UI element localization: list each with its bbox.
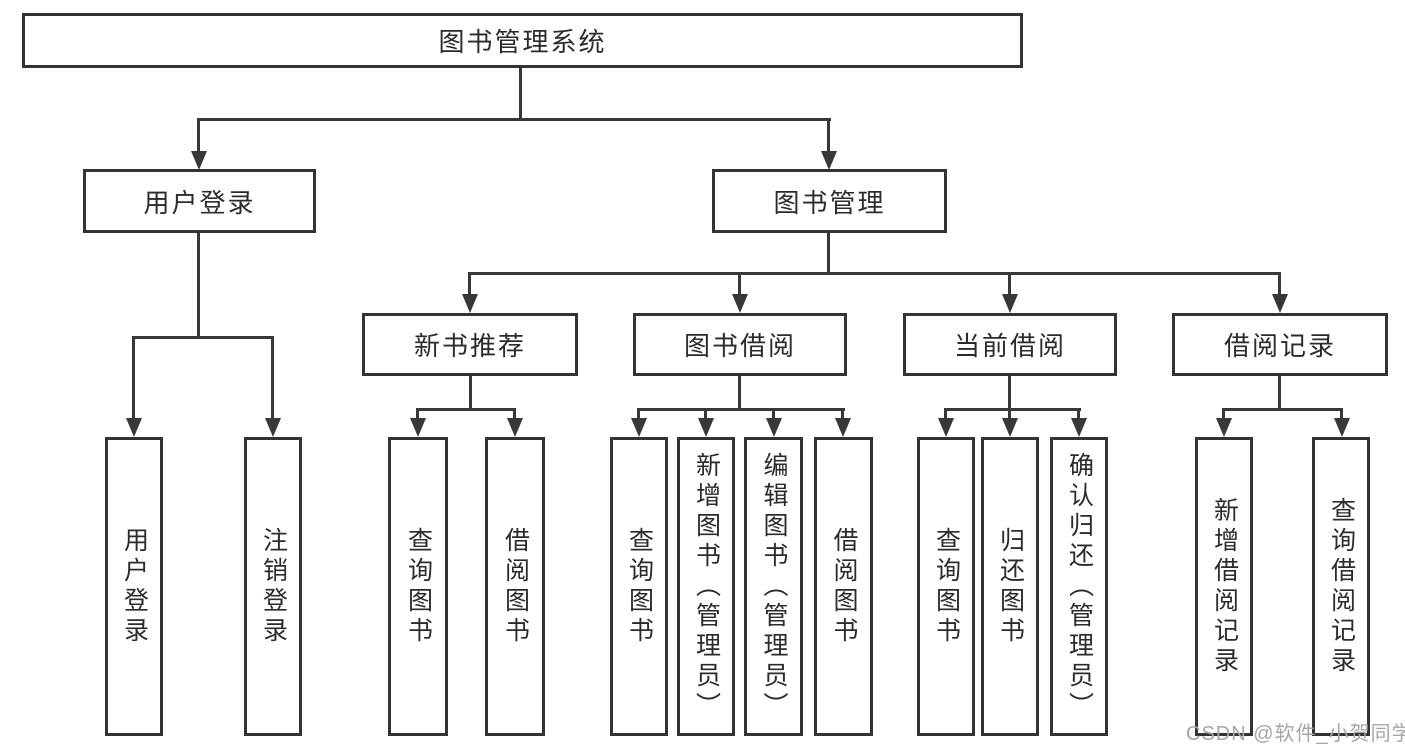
connector-drop (1077, 408, 1080, 420)
connector-user-login-stem (197, 233, 200, 336)
connector-drop (841, 408, 844, 420)
arrow-down-icon (1216, 418, 1232, 437)
connector-branch (1222, 408, 1343, 411)
connector-stem (738, 376, 741, 408)
connector-stem (1008, 376, 1011, 408)
arrow-down-icon (821, 151, 837, 170)
connector-drop (827, 118, 830, 153)
leaf-current-confirm-label: 确认归还（管理员） (1065, 451, 1094, 722)
connector-stem (1278, 376, 1281, 408)
connector-drop (271, 336, 274, 419)
node-new-book-recommend-label: 新书推荐 (413, 331, 526, 361)
leaf-newbook-query-label: 查询图书 (404, 526, 433, 647)
leaf-current-confirm: 确认归还（管理员） (1050, 437, 1108, 736)
arrow-down-icon (126, 418, 142, 437)
node-book-borrow: 图书借阅 (633, 313, 847, 376)
node-current-borrow: 当前借阅 (903, 313, 1117, 376)
connector-drop (513, 408, 516, 420)
arrow-down-icon (1071, 418, 1087, 437)
leaf-current-return-label: 归还图书 (996, 526, 1025, 647)
csdn-watermark: CSDN @软件_小贺同学 (1186, 723, 1405, 745)
connector-branch (944, 408, 1081, 411)
connector-drop (772, 408, 775, 420)
connector-drop (1008, 272, 1011, 295)
leaf-borrow-edit-label: 编辑图书（管理员） (760, 451, 788, 722)
node-new-book-recommend: 新书推荐 (362, 313, 578, 376)
leaf-logout-label: 注销登录 (259, 526, 288, 647)
node-borrow-record: 借阅记录 (1172, 313, 1388, 376)
leaf-record-add-label: 新增借阅记录 (1210, 496, 1239, 677)
leaf-borrow-borrow-label: 借阅图书 (830, 526, 858, 647)
leaf-current-query-label: 查询图书 (932, 526, 961, 647)
leaf-record-query: 查询借阅记录 (1312, 437, 1370, 736)
arrow-down-icon (631, 418, 647, 437)
arrow-down-icon (191, 151, 207, 170)
arrow-down-icon (835, 418, 851, 437)
leaf-borrow-add: 新增图书（管理员） (677, 437, 735, 736)
connector-stem (469, 376, 472, 408)
arrow-down-icon (1272, 294, 1288, 313)
connector-user-login-branch (132, 336, 273, 339)
leaf-logout: 注销登录 (244, 437, 302, 736)
node-current-borrow-label: 当前借阅 (953, 331, 1066, 361)
connector-drop (197, 118, 200, 153)
connector-book-mgmt-stem (827, 233, 830, 272)
arrow-down-icon (698, 418, 714, 437)
connector-drop (704, 408, 707, 420)
connector-level2-branch (468, 272, 1281, 275)
node-root-label: 图书管理系统 (438, 27, 607, 57)
connector-root-stem (519, 68, 522, 118)
connector-drop (738, 272, 741, 295)
connector-drop (1222, 408, 1225, 420)
connector-drop (132, 336, 135, 419)
leaf-borrow-edit: 编辑图书（管理员） (744, 437, 803, 736)
arrow-down-icon (1002, 418, 1018, 437)
node-borrow-record-label: 借阅记录 (1223, 331, 1336, 361)
leaf-record-query-label: 查询借阅记录 (1327, 496, 1356, 677)
leaf-user-login-label: 用户登录 (120, 526, 149, 647)
connector-level1-branch (197, 118, 831, 121)
connector-drop (1278, 272, 1281, 295)
connector-drop (468, 272, 471, 295)
node-user-login: 用户登录 (83, 169, 316, 233)
leaf-current-return: 归还图书 (981, 437, 1039, 736)
connector-branch (416, 408, 516, 411)
arrow-down-icon (265, 418, 281, 437)
connector-drop (1340, 408, 1343, 420)
leaf-current-query: 查询图书 (917, 437, 975, 736)
connector-drop (637, 408, 640, 420)
arrow-down-icon (938, 418, 954, 437)
leaf-borrow-borrow: 借阅图书 (814, 437, 873, 736)
arrow-down-icon (462, 294, 478, 313)
arrow-down-icon (410, 418, 426, 437)
connector-drop (416, 408, 419, 420)
node-user-login-label: 用户登录 (143, 187, 256, 218)
leaf-borrow-query-label: 查询图书 (625, 526, 654, 647)
leaf-user-login: 用户登录 (105, 437, 163, 736)
node-book-management-label: 图书管理 (773, 187, 886, 218)
leaf-newbook-borrow-label: 借阅图书 (501, 526, 530, 647)
node-book-management: 图书管理 (712, 169, 947, 233)
leaf-newbook-query: 查询图书 (388, 437, 448, 736)
leaf-record-add: 新增借阅记录 (1195, 437, 1253, 736)
leaf-borrow-query: 查询图书 (610, 437, 668, 736)
node-book-borrow-label: 图书借阅 (683, 331, 796, 361)
arrow-down-icon (1334, 418, 1350, 437)
arrow-down-icon (732, 294, 748, 313)
arrow-down-icon (766, 418, 782, 437)
leaf-newbook-borrow: 借阅图书 (485, 437, 545, 736)
connector-branch (637, 408, 845, 411)
node-root: 图书管理系统 (22, 13, 1023, 68)
arrow-down-icon (507, 418, 523, 437)
connector-drop (1008, 408, 1011, 420)
connector-drop (944, 408, 947, 420)
leaf-borrow-add-label: 新增图书（管理员） (692, 451, 721, 722)
arrow-down-icon (1002, 294, 1018, 313)
